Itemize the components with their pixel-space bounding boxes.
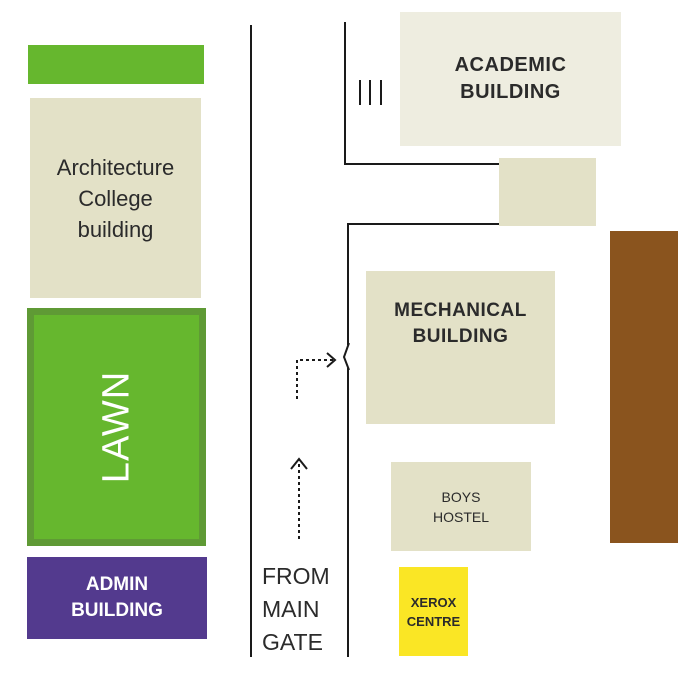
architecture-label-line-2: College [78,185,153,211]
xerox-label-line-2: CENTRE [406,613,461,629]
right-turn-arrow-icon [296,352,337,399]
xerox-centre[interactable]: XEROX CENTRE [399,567,468,656]
connector-building [499,158,596,226]
lawn-label: LAWN [95,370,137,484]
mechanical-label-line-2: BUILDING [412,326,509,347]
boys-hostel-label-line-1: BOYS [441,488,481,505]
academic-building[interactable]: ACADEMIC BUILDING [400,12,621,146]
green-strip [28,45,204,84]
road-line-upper-horizontal [344,163,499,165]
gate-tick-marks [359,80,382,105]
road-line-upper-vertical [344,22,346,165]
academic-label-line-1: ACADEMIC [454,54,567,76]
road-line-main-left [250,25,252,657]
mechanical-building[interactable]: MECHANICAL BUILDING [366,271,555,424]
from-main-gate-label: FROM MAIN GATE [262,560,342,659]
architecture-label-line-1: Architecture [56,154,175,180]
academic-label-line-2: BUILDING [460,81,561,103]
lawn[interactable]: LAWN [27,308,206,546]
road-notch [342,343,350,371]
xerox-label-line-1: XEROX [410,594,457,610]
main-gate-line-2: MAIN [262,596,320,622]
main-gate-line-3: GATE [262,629,323,655]
architecture-college-building[interactable]: Architecture College building [30,98,201,298]
road-line-right-vertical-upper [347,223,349,345]
road-line-lower-horizontal [347,223,499,225]
architecture-label-line-3: building [77,216,154,242]
mechanical-label-line-1: MECHANICAL [394,300,527,321]
admin-label-line-2: BUILDING [71,600,163,621]
road-line-right-vertical-lower [347,368,349,657]
up-arrow-icon [290,457,308,539]
boys-hostel[interactable]: BOYS HOSTEL [391,462,531,551]
admin-label-line-1: ADMIN [85,574,149,595]
brown-building [610,231,678,543]
admin-building[interactable]: ADMIN BUILDING [27,557,207,639]
main-gate-line-1: FROM [262,563,330,589]
boys-hostel-label-line-2: HOSTEL [432,508,489,525]
